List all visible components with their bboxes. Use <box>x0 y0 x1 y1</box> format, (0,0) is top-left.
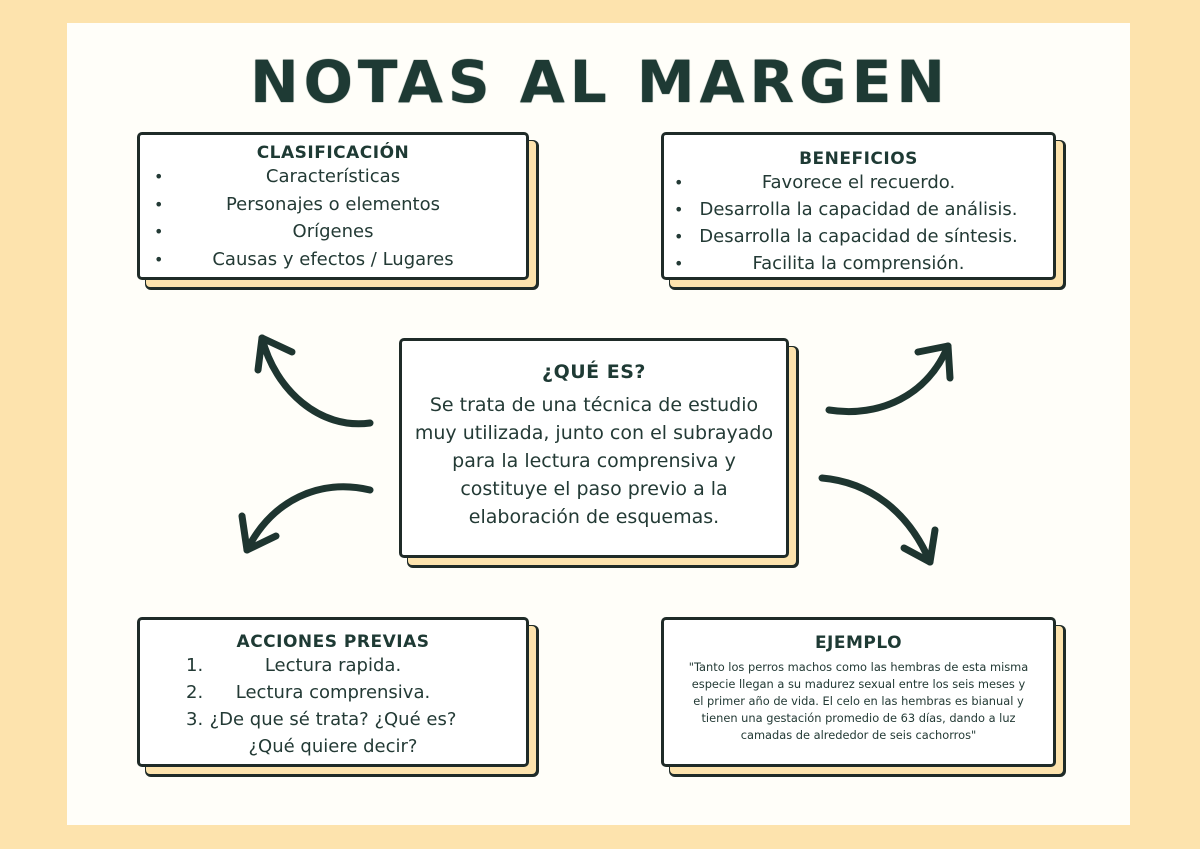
item-number: 3. <box>186 709 204 730</box>
ejemplo-text: "Tanto los perros machos como las hembra… <box>664 659 1053 744</box>
text-line: para la lectura comprensiva y <box>452 450 736 472</box>
text-line: el primer año de vida. El celo en las he… <box>693 694 1024 708</box>
list-item: Facilita la comprensión. <box>664 250 1053 277</box>
item-number: 2. <box>186 682 204 703</box>
list-item: Orígenes <box>140 218 526 246</box>
clasificacion-list: Características Personajes o elementos O… <box>140 163 526 273</box>
list-item: 1. Lectura rapida. <box>140 652 526 679</box>
beneficios-card: BENEFICIOS Favorece el recuerdo. Desarro… <box>661 132 1056 280</box>
list-item: Causas y efectos / Lugares <box>140 246 526 274</box>
curved-arrow-icon <box>818 474 939 566</box>
que-es-card: ¿QUÉ ES? Se trata de una técnica de estu… <box>399 338 789 558</box>
acciones-heading: ACCIONES PREVIAS <box>236 632 430 652</box>
text-line: "Tanto los perros machos como las hembra… <box>688 660 1029 674</box>
item-text: Lectura comprensiva. <box>235 682 431 703</box>
item-number: 1. <box>186 655 204 676</box>
list-item: Desarrolla la capacidad de síntesis. <box>664 223 1053 250</box>
text-line: tienen una gestación promedio de 63 días… <box>701 711 1016 725</box>
list-item: ¿Qué quiere decir? <box>140 733 526 760</box>
curved-arrow-icon <box>825 342 954 416</box>
text-line: muy utilizada, junto con el subrayado <box>414 422 774 444</box>
clasificacion-card: CLASIFICACIÓN Características Personajes… <box>137 132 529 280</box>
list-item: 3.¿De que sé trata? ¿Qué es? <box>140 706 526 733</box>
beneficios-heading: BENEFICIOS <box>799 149 918 169</box>
text-line: especie llegan a su madurez sexual entre… <box>691 677 1026 691</box>
text-line: elaboración de esquemas. <box>468 506 720 528</box>
item-text: ¿De que sé trata? ¿Qué es? <box>209 709 457 730</box>
curved-arrow-icon <box>254 334 374 428</box>
beneficios-list: Favorece el recuerdo. Desarrolla la capa… <box>664 169 1053 277</box>
text-line: costituye el paso previo a la <box>460 478 728 500</box>
list-item: 2. Lectura comprensiva. <box>140 679 526 706</box>
ejemplo-card: EJEMPLO "Tanto los perros machos como la… <box>661 617 1056 767</box>
text-line: Se trata de una técnica de estudio <box>429 394 759 416</box>
list-item: Personajes o elementos <box>140 191 526 219</box>
que-es-text: Se trata de una técnica de estudio muy u… <box>402 391 786 531</box>
item-text: ¿Qué quiere decir? <box>248 736 418 757</box>
acciones-list: 1. Lectura rapida. 2. Lectura comprensiva.… <box>140 652 526 760</box>
ejemplo-heading: EJEMPLO <box>814 633 903 653</box>
curved-arrow-icon <box>238 483 374 554</box>
list-item: Favorece el recuerdo. <box>664 169 1053 196</box>
clasificacion-heading: CLASIFICACIÓN <box>256 143 410 163</box>
list-item: Desarrolla la capacidad de análisis. <box>664 196 1053 223</box>
list-item: Características <box>140 163 526 191</box>
page-title: NOTAS AL MARGEN <box>250 48 950 116</box>
item-text: Lectura rapida. <box>264 655 402 676</box>
que-es-heading: ¿QUÉ ES? <box>542 361 646 383</box>
acciones-previas-card: ACCIONES PREVIAS 1. Lectura rapida. 2. Lec… <box>137 617 529 767</box>
text-line: camadas de alrededor de seis cachorros" <box>740 728 977 742</box>
